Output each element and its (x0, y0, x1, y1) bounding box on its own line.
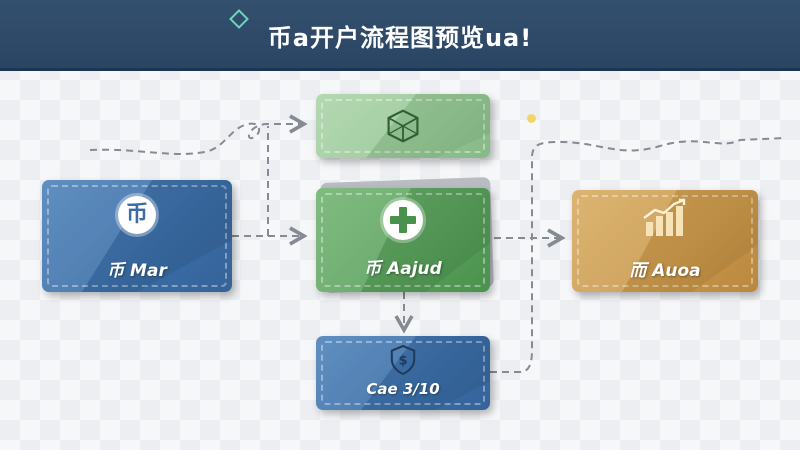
coin-icon-text: 币 (125, 202, 148, 227)
wavy-input-line (89, 114, 308, 155)
result-node-card[interactable]: 而 Auoa (572, 190, 758, 292)
start-node-card[interactable]: 币 币 Mar (42, 180, 232, 292)
page-title: 币a开户流程图预览ua! (267, 24, 533, 52)
cube-icon (387, 109, 419, 143)
header-bar: 币a开户流程图预览ua! (0, 0, 800, 71)
decorative-dot (527, 114, 536, 123)
coin-icon: 币 (118, 196, 156, 234)
bottom-to-right-connector (490, 137, 786, 373)
bar-chart-icon (643, 198, 686, 236)
dollar-shield-icon: $ (390, 344, 416, 376)
start-node-label: 币 Mar (107, 261, 167, 281)
top-node-card[interactable] (316, 94, 490, 158)
center-node-label: 币 Aajud (364, 259, 442, 279)
plus-icon (383, 200, 423, 240)
bottom-node-card[interactable]: $ Cae 3/10 (316, 336, 490, 410)
bottom-node-label: Cae 3/10 (366, 380, 440, 398)
svg-text:$: $ (398, 354, 407, 369)
result-node-label: 而 Auoa (629, 261, 701, 281)
center-node-card[interactable]: 币 Aajud (316, 188, 490, 292)
